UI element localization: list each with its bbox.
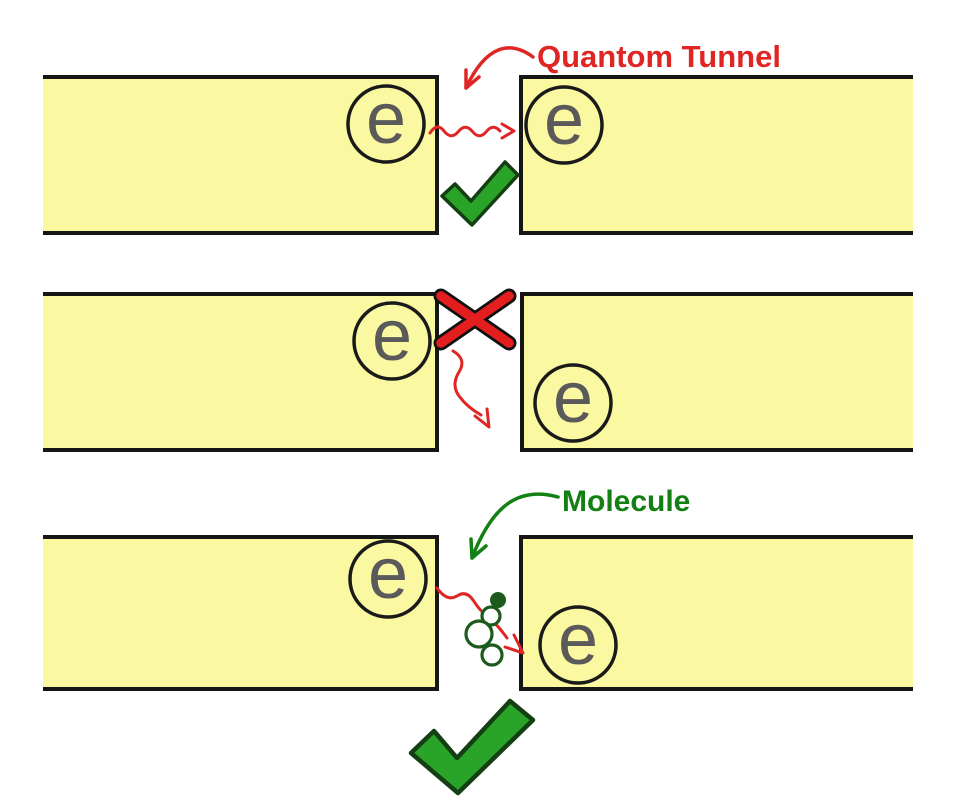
electron-label: e bbox=[372, 296, 412, 376]
arrowhead bbox=[464, 68, 481, 90]
electron-label: e bbox=[558, 600, 598, 680]
electron-ring bbox=[346, 84, 426, 164]
electron-ring bbox=[524, 85, 604, 165]
electron-ring bbox=[352, 301, 432, 381]
annotation-arrow bbox=[470, 492, 560, 560]
electrode-left bbox=[43, 292, 439, 452]
arrowhead bbox=[500, 122, 516, 140]
electron-ring bbox=[348, 539, 428, 619]
check-icon bbox=[440, 160, 520, 227]
molecule-label: Molecule bbox=[562, 485, 690, 518]
electron-label: e bbox=[366, 79, 406, 159]
electron-label: e bbox=[553, 358, 593, 438]
row-tunneling-blocked: e e bbox=[43, 288, 913, 452]
arrowhead bbox=[473, 407, 491, 429]
molecule-annotation: Molecule bbox=[469, 485, 690, 560]
electrode-left bbox=[43, 535, 439, 691]
row-molecule-assisted: e e Molecule bbox=[43, 485, 913, 796]
electron-ring bbox=[538, 605, 618, 685]
electron: e bbox=[352, 296, 432, 381]
electron-label: e bbox=[544, 80, 584, 160]
electrode-right bbox=[519, 535, 913, 691]
electron: e bbox=[348, 534, 428, 619]
electron: e bbox=[346, 79, 426, 164]
x-icon bbox=[433, 288, 517, 351]
electron: e bbox=[538, 600, 618, 685]
electrode-left bbox=[43, 75, 439, 235]
electrode-right bbox=[519, 75, 913, 235]
electron: e bbox=[524, 80, 604, 165]
electron-label: e bbox=[368, 534, 408, 614]
wavy-line bbox=[428, 125, 502, 138]
electron: e bbox=[533, 358, 613, 443]
molecule-atom bbox=[480, 643, 504, 667]
annotation-arrow bbox=[464, 46, 535, 90]
tunnel-wave-arrow bbox=[428, 122, 516, 140]
check-icon bbox=[408, 698, 536, 796]
quantum-tunnel-label: Quantom Tunnel bbox=[537, 39, 781, 74]
quantum-tunnel-annotation: Quantom Tunnel bbox=[464, 39, 781, 90]
wavy-line bbox=[451, 349, 483, 417]
molecule-atom bbox=[464, 619, 494, 649]
electrode-right bbox=[520, 292, 913, 452]
arrowhead bbox=[503, 633, 525, 655]
arrowhead bbox=[469, 537, 488, 560]
molecule-atom bbox=[480, 605, 502, 627]
molecule-atom-filled bbox=[490, 592, 506, 608]
x-fill bbox=[436, 291, 514, 348]
row-tunneling-success: e e Quantom Tunnel bbox=[43, 39, 913, 235]
electron-ring bbox=[533, 363, 613, 443]
deflected-wave-arrow bbox=[451, 349, 491, 429]
molecule-cluster bbox=[464, 592, 506, 667]
